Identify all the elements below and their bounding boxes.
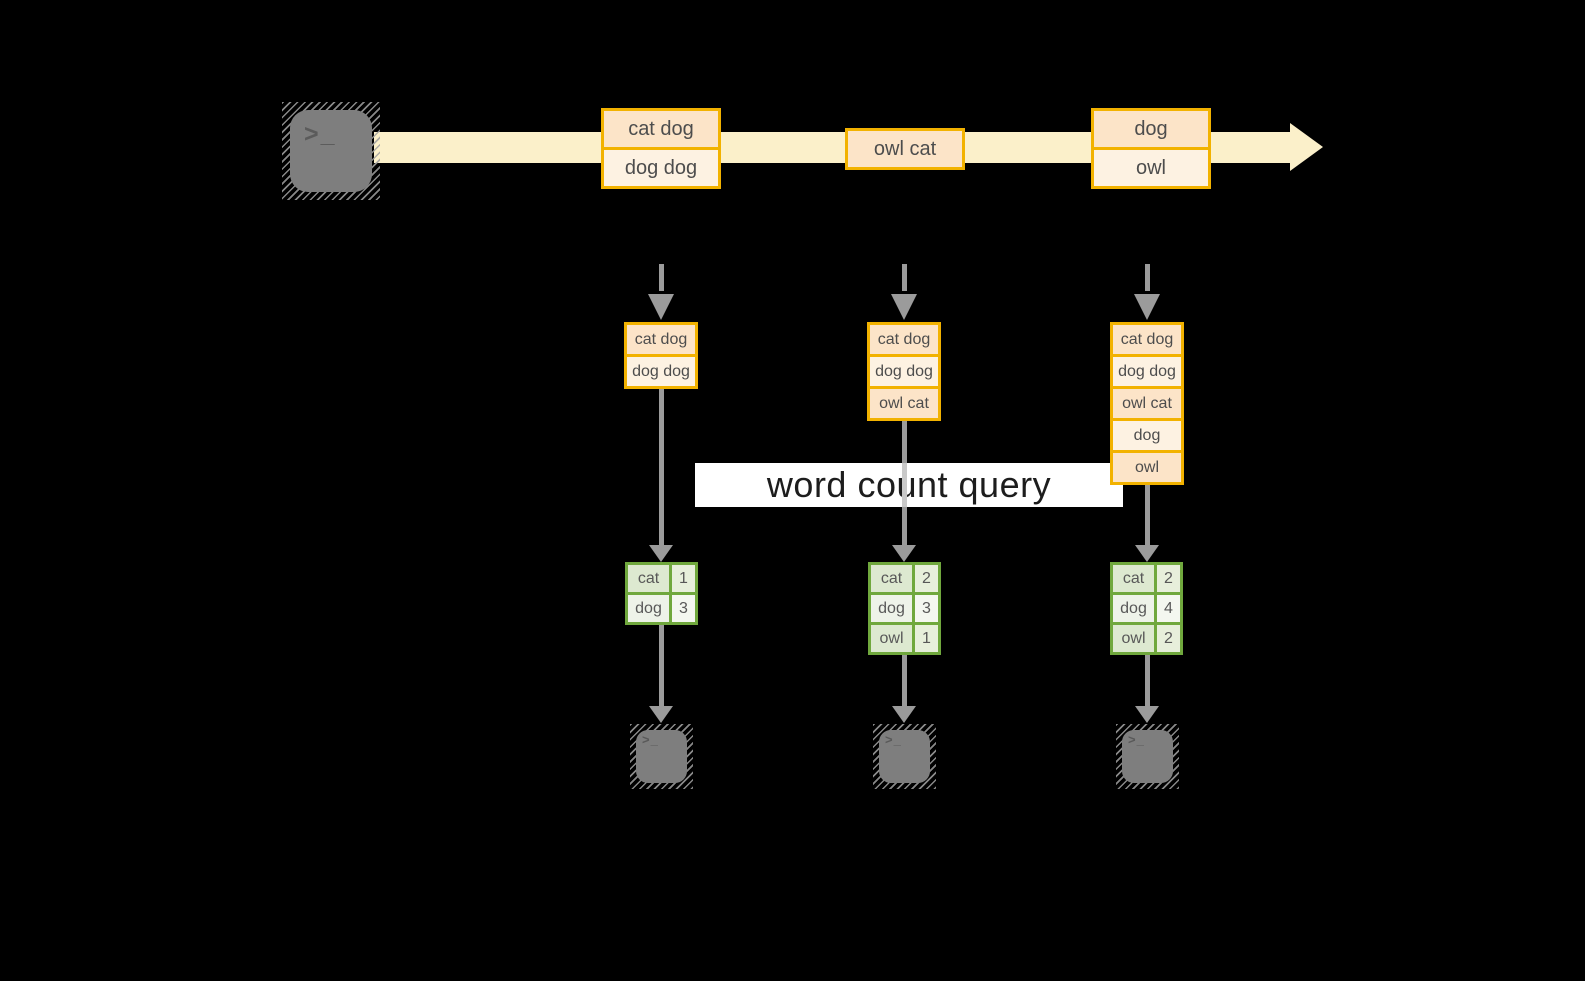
count-value-cell: 3 (672, 595, 695, 622)
log-message-cell: dog dog (627, 354, 695, 386)
terminal-panel (636, 730, 687, 783)
query-label: word count query (695, 463, 1123, 507)
log-message-cell: cat dog (870, 325, 938, 354)
flow-arrow-line (1145, 485, 1150, 545)
count-word-cell: owl (871, 625, 915, 652)
consumer-terminal-icon: >_ (630, 724, 693, 789)
log-message-cell: owl cat (870, 386, 938, 418)
log-message-cell: dog (1113, 418, 1181, 450)
arrowhead-icon (1135, 545, 1159, 562)
terminal-prompt-icon: >_ (885, 732, 902, 747)
message-cell: owl cat (848, 131, 962, 167)
log-message-cell: owl cat (1113, 386, 1181, 418)
ingest-arrow (648, 264, 674, 320)
arrowhead-icon (649, 545, 673, 562)
producer-terminal-icon: >_ (282, 102, 380, 200)
count-value-cell: 1 (672, 565, 695, 592)
terminal-prompt-icon: >_ (1128, 732, 1145, 747)
count-word-cell: cat (1113, 565, 1157, 592)
arrow-dash (658, 264, 664, 291)
count-word-cell: dog (628, 595, 672, 622)
arrowhead-icon (1134, 294, 1160, 320)
count-word-cell: owl (1113, 625, 1157, 652)
terminal-panel (879, 730, 930, 783)
arrowhead-icon (1135, 706, 1159, 723)
stream-arrowhead-icon (1290, 123, 1323, 171)
arrowhead-icon (892, 545, 916, 562)
count-word-cell: cat (871, 565, 915, 592)
consumer-terminal-icon: >_ (1116, 724, 1179, 789)
arrowhead-icon (649, 706, 673, 723)
flow-arrow-line (659, 625, 664, 706)
arrow-dash (901, 264, 907, 291)
count-word-cell: dog (1113, 595, 1157, 622)
timeline-batch: owl cat (845, 128, 965, 170)
log-message-cell: dog dog (870, 354, 938, 386)
log-message-cell: dog dog (1113, 354, 1181, 386)
ingest-arrow (1134, 264, 1160, 320)
count-word-cell: cat (628, 565, 672, 592)
consumer-terminal-icon: >_ (873, 724, 936, 789)
arrow-dash (1144, 264, 1150, 291)
message-cell: owl (1094, 147, 1208, 186)
flow-arrow-line (659, 389, 664, 545)
count-value-cell: 4 (1157, 595, 1180, 622)
terminal-panel (290, 110, 372, 192)
flow-arrow-line (1145, 655, 1150, 706)
flow-arrow-line (902, 655, 907, 706)
flow-arrow-overlay (902, 463, 907, 507)
arrowhead-icon (892, 706, 916, 723)
log-message-cell: cat dog (1113, 325, 1181, 354)
terminal-prompt-icon: >_ (642, 732, 659, 747)
count-value-cell: 2 (1157, 625, 1180, 652)
terminal-panel (1122, 730, 1173, 783)
count-value-cell: 3 (915, 595, 938, 622)
message-cell: cat dog (604, 111, 718, 147)
message-cell: dog dog (604, 147, 718, 186)
log-message-cell: owl (1113, 450, 1181, 482)
count-value-cell: 2 (915, 565, 938, 592)
arrowhead-icon (891, 294, 917, 320)
count-word-cell: dog (871, 595, 915, 622)
count-value-cell: 2 (1157, 565, 1180, 592)
log-message-cell: cat dog (627, 325, 695, 354)
terminal-prompt-icon: >_ (304, 120, 337, 148)
message-cell: dog (1094, 111, 1208, 147)
count-value-cell: 1 (915, 625, 938, 652)
arrowhead-icon (648, 294, 674, 320)
ingest-arrow (891, 264, 917, 320)
